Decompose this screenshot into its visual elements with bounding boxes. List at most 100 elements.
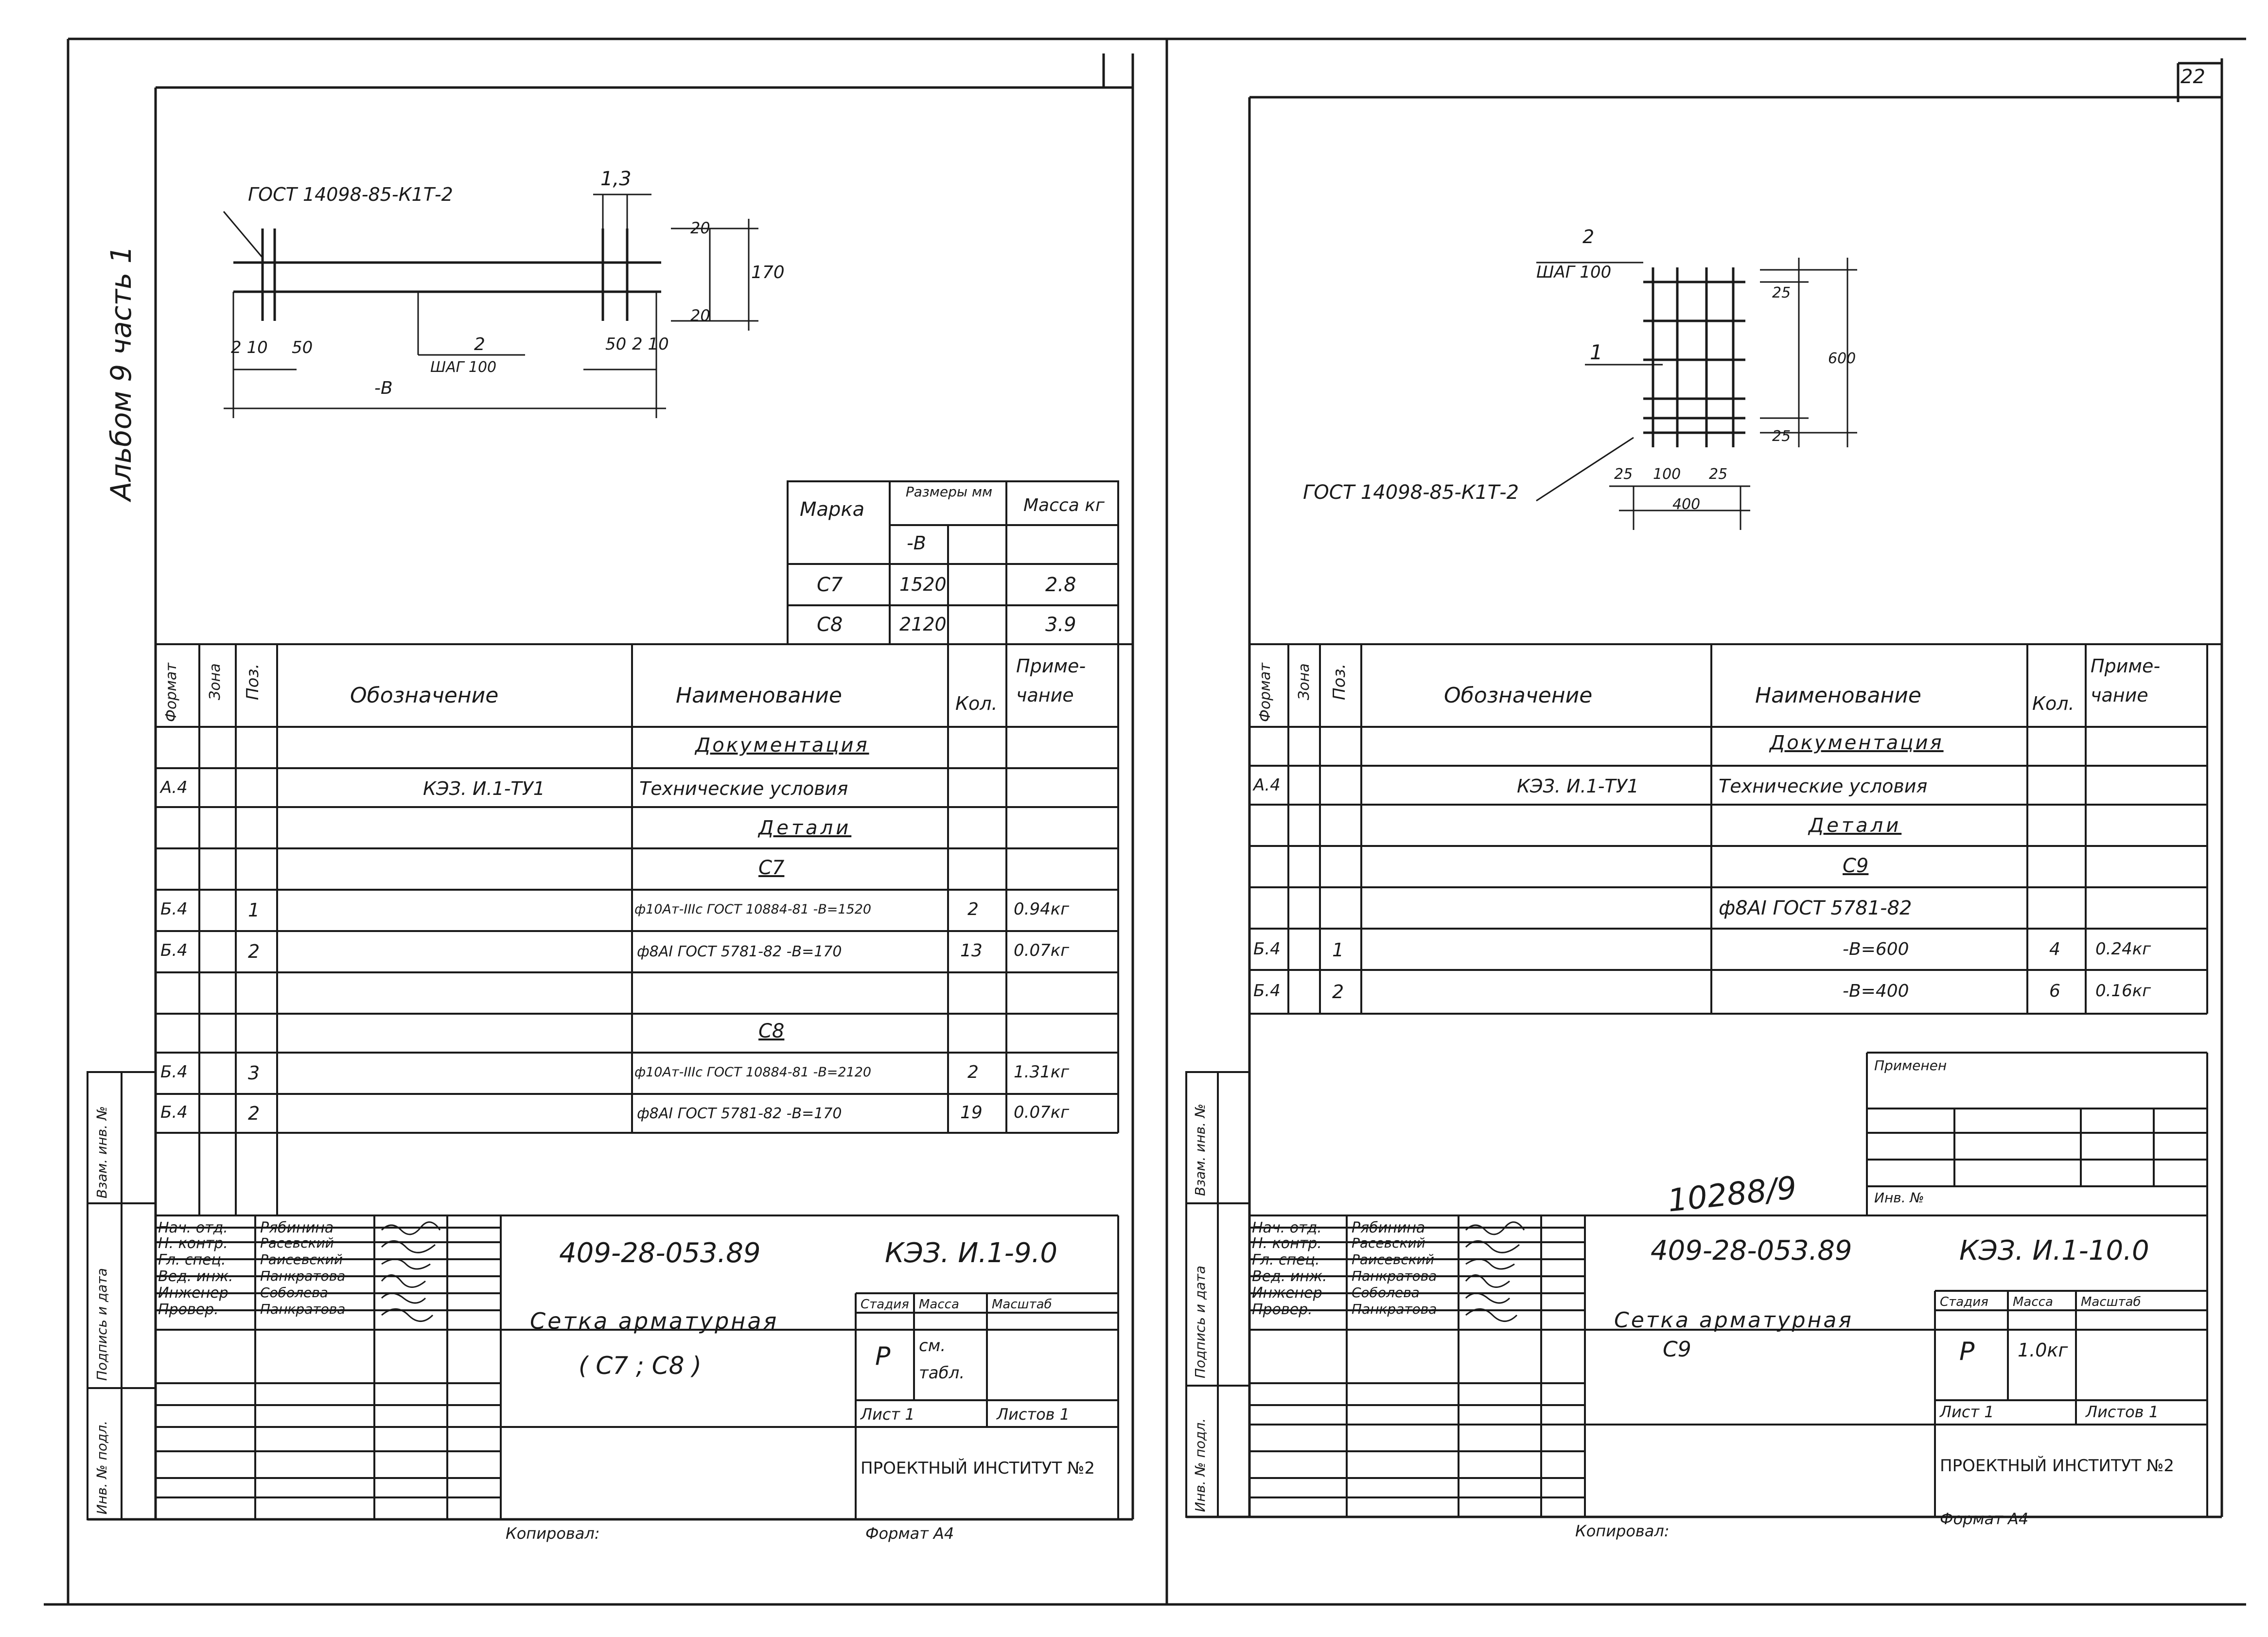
left-dim-label: 170 xyxy=(751,263,785,282)
spec-format: Б.4 xyxy=(160,1103,188,1122)
tb-role: Вед. инж. xyxy=(158,1268,233,1285)
tb-subtitle: ( С7 ; С8 ) xyxy=(579,1352,702,1380)
spec-format: А.4 xyxy=(1253,775,1281,795)
spec-name: Детали xyxy=(1809,814,1902,837)
tb-role: Провер. xyxy=(1252,1301,1313,1318)
left-mesh-diagram xyxy=(223,194,758,418)
dims-header-sizes-sub: -В xyxy=(907,532,926,554)
spec-format: Б.4 xyxy=(1253,939,1281,959)
signatures-left xyxy=(381,1221,441,1322)
spec-name: -В=600 xyxy=(1843,939,1909,959)
tb-subtitle: С9 xyxy=(1663,1337,1691,1362)
right-gost-label: ГОСТ 14098-85-К1Т-2 xyxy=(1303,481,1519,504)
right-dim-label: 100 xyxy=(1653,466,1681,483)
tb-person: Соболева xyxy=(260,1285,328,1301)
tb-person: Раисевский xyxy=(260,1251,343,1267)
tb-stage: Р xyxy=(1959,1337,1975,1366)
spec-name: Документация xyxy=(695,734,869,757)
right-dim-label: 2 xyxy=(1582,226,1595,247)
right-spec-grid xyxy=(1249,643,2222,1215)
left-dim-label: 2 xyxy=(474,334,485,354)
dims-row-mass: 2.8 xyxy=(1045,574,1076,596)
tb-person: Раисевский xyxy=(1352,1251,1435,1267)
spec-name: -В=400 xyxy=(1843,981,1909,1001)
left-dim-label: 20 xyxy=(690,219,710,237)
tb-person: Панкратова xyxy=(1352,1268,1437,1284)
spec-format: Б.4 xyxy=(1253,981,1281,1001)
tb-scale-label: Масштаб xyxy=(2081,1295,2141,1309)
format-label: Формат А4 xyxy=(865,1524,954,1543)
left-title-block-grid xyxy=(156,1215,1119,1519)
tb-role: Гл. спец. xyxy=(1252,1251,1320,1268)
dims-row-size: 1520 xyxy=(899,574,947,595)
left-dim-label: 2 10 xyxy=(231,338,268,357)
spec-note: 0.94кг xyxy=(1014,899,1070,919)
tb-person: Рябинина xyxy=(260,1219,334,1236)
signatures-right xyxy=(1465,1221,1525,1322)
dims-header-mass: Масса кг xyxy=(1023,495,1105,515)
tb-sheets: Листов 1 xyxy=(2086,1403,2159,1421)
applied-label: Применен xyxy=(1874,1057,1947,1074)
dims-header-mark: Марка xyxy=(800,498,865,521)
tb-mass-label: Масса xyxy=(919,1297,959,1312)
tb-org: ПРОЕКТНЫЙ ИНСТИТУТ №2 xyxy=(861,1459,1095,1478)
tb-role: Нач. отд. xyxy=(1252,1219,1322,1236)
left-spec-h-qty: Кол. xyxy=(955,693,998,714)
tb-mass: см. табл. xyxy=(919,1336,965,1383)
tb-role: Гл. спец. xyxy=(158,1251,226,1268)
left-dim-label: -В xyxy=(374,378,393,398)
spec-note: 1.31кг xyxy=(1014,1062,1070,1082)
spec-qty: 6 xyxy=(2049,981,2060,1001)
tb-sheet: Лист 1 xyxy=(861,1405,915,1424)
inv-label: Инв. № xyxy=(1874,1190,1924,1206)
right-spec-h-note: Приме-чание xyxy=(2091,655,2161,706)
spec-note: 0.24кг xyxy=(2095,939,2151,959)
tb-role: Вед. инж. xyxy=(1252,1268,1327,1285)
tb-code: КЭЗ. И.1-9.0 xyxy=(885,1237,1057,1269)
tb-title: Сетка арматурная xyxy=(1614,1308,1853,1333)
spec-note: 0.07кг xyxy=(1014,1103,1070,1122)
spec-pos: 2 xyxy=(248,1103,260,1124)
tb-person: Панкратова xyxy=(260,1268,346,1284)
tb-role: Инженер xyxy=(158,1285,229,1302)
spec-name: ф8АI ГОСТ 5781-82 -В=170 xyxy=(637,1105,842,1122)
right-spec-h-designation: Обозначение xyxy=(1444,683,1593,708)
spec-note: 0.16кг xyxy=(2095,981,2151,1001)
spec-name: С7 xyxy=(758,857,785,879)
spec-name: С8 xyxy=(758,1020,785,1042)
dims-header-sizes: Размеры мм xyxy=(905,484,993,500)
dims-row-mass: 3.9 xyxy=(1045,614,1076,636)
right-dim-label: 25 xyxy=(1772,428,1791,445)
spec-name: Технические условия xyxy=(1719,775,1928,797)
left-dim-label: 20 xyxy=(690,306,710,325)
right-spec-h-qty: Кол. xyxy=(2032,693,2075,714)
tb-person: Панкратова xyxy=(1352,1301,1437,1317)
spec-qty: 2 xyxy=(967,899,979,919)
spec-name: ф10Ат-IIIс ГОСТ 10884-81 -В=2120 xyxy=(634,1065,872,1080)
spec-name: С9 xyxy=(1843,855,1869,877)
right-mesh-diagram xyxy=(1536,258,1857,530)
spec-note: 0.07кг xyxy=(1014,941,1070,960)
left-spec-h-name: Наименование xyxy=(676,683,842,708)
right-dim-label: 400 xyxy=(1672,496,1701,513)
spec-qty: 19 xyxy=(960,1103,983,1123)
tb-org: ПРОЕКТНЫЙ ИНСТИТУТ №2 xyxy=(1940,1456,2175,1476)
copied-by: Копировал: xyxy=(1575,1522,1670,1540)
right-dim-label: 25 xyxy=(1614,466,1633,483)
left-dim-label: ШАГ 100 xyxy=(430,359,497,376)
dims-row-size: 2120 xyxy=(899,614,947,635)
right-dim-label: 600 xyxy=(1828,350,1856,367)
tb-doc-number: 409-28-053.89 xyxy=(559,1237,761,1269)
left-spec-h-note: Приме-чание xyxy=(1016,655,1086,706)
left-gost-label: ГОСТ 14098-85-К1Т-2 xyxy=(248,184,453,205)
spec-name: Технические условия xyxy=(639,778,848,799)
tb-title: Сетка арматурная xyxy=(530,1308,779,1334)
left-dim-label: 50 xyxy=(292,338,313,357)
tb-stage-label: Стадия xyxy=(1940,1295,1988,1309)
spec-format: Б.4 xyxy=(160,899,188,919)
tb-mass-label: Масса xyxy=(2013,1295,2053,1309)
tb-role: Н. контр. xyxy=(158,1235,228,1252)
format-label: Формат А4 xyxy=(1940,1510,2029,1528)
left-dim-label: 1,3 xyxy=(600,168,632,190)
